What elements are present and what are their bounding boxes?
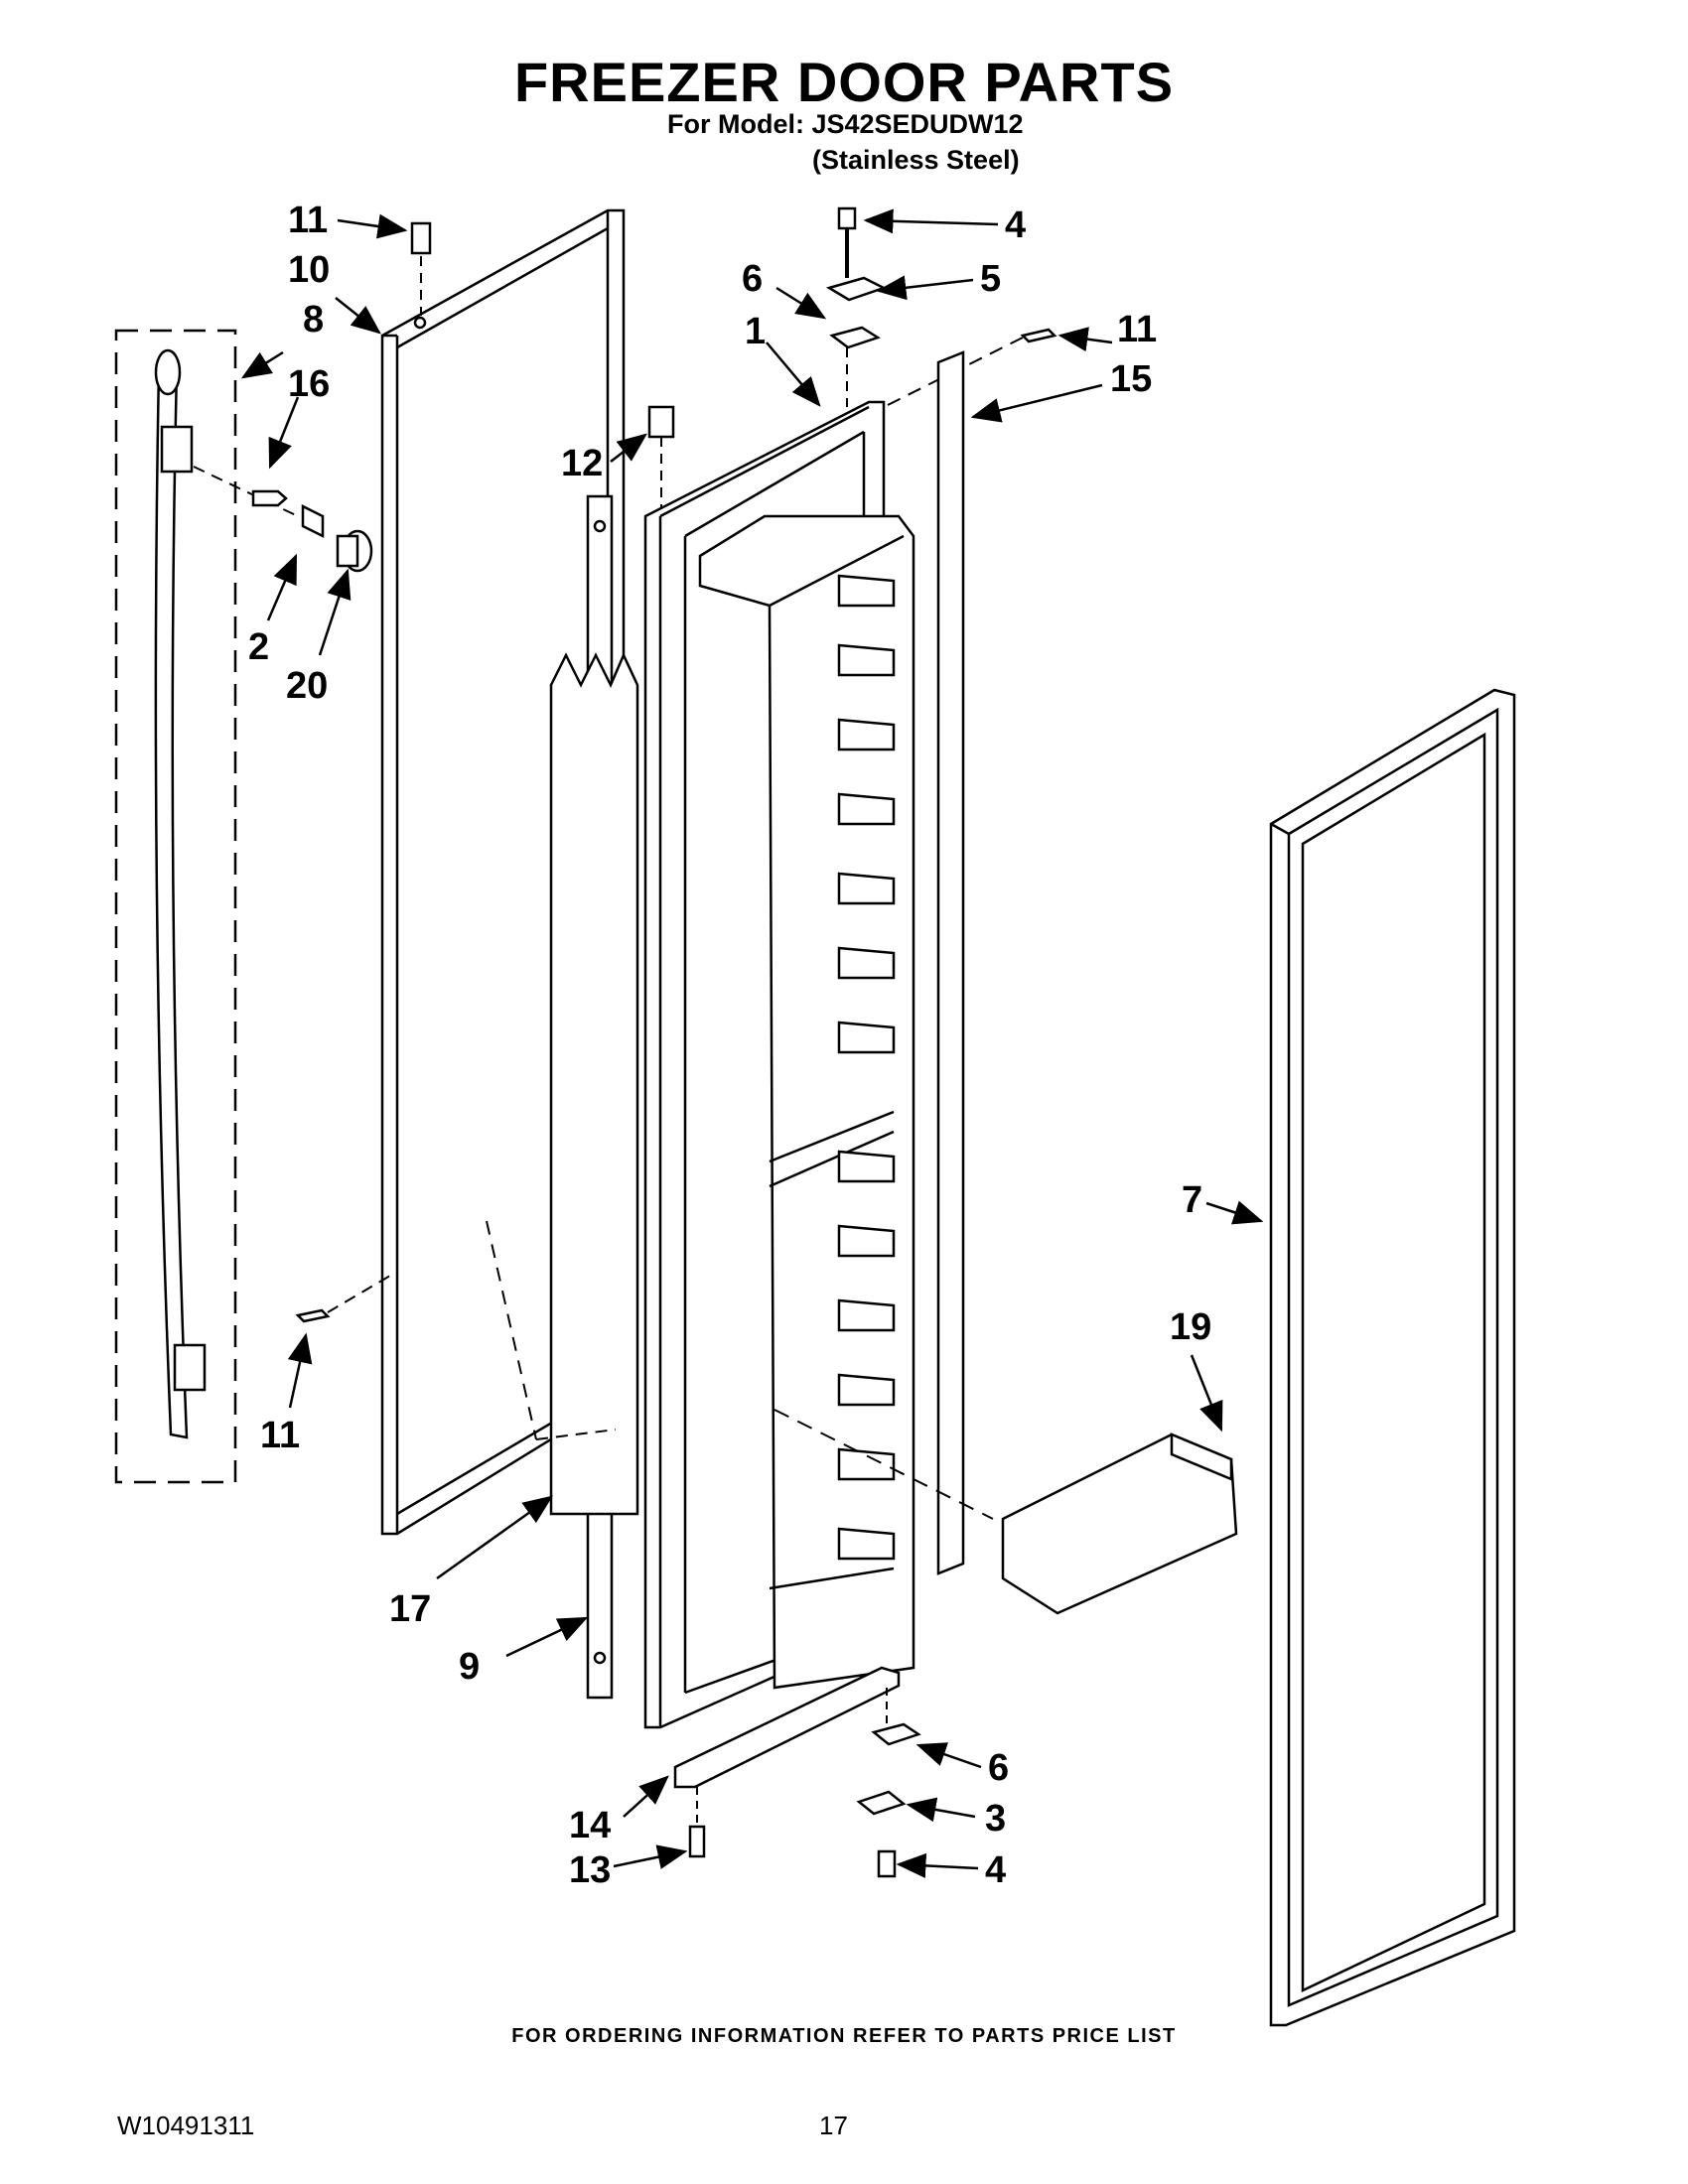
variant-line: (Stainless Steel) (812, 145, 1020, 175)
door-panel (549, 651, 639, 1516)
callout-9: 9 (459, 1646, 481, 1688)
callout-4: 4 (1005, 205, 1027, 246)
callout-8: 8 (303, 299, 325, 341)
callout-4: 4 (985, 1849, 1007, 1891)
callout-6: 6 (742, 258, 764, 300)
callout-11: 11 (1117, 309, 1158, 350)
top-hinge (825, 206, 888, 407)
door-handle (114, 329, 237, 1484)
callout-11: 11 (288, 200, 329, 241)
callout-11: 11 (260, 1415, 301, 1456)
callout-17: 17 (389, 1588, 432, 1630)
document-number: W10491311 (117, 2111, 255, 2140)
callout-7: 7 (1182, 1179, 1203, 1221)
callout-6: 6 (988, 1747, 1010, 1789)
shelf-clips (837, 574, 896, 1561)
handle-mount-hardware (193, 466, 373, 573)
callout-1: 1 (745, 311, 767, 352)
bottom-hinge (673, 1666, 921, 1878)
callout-20: 20 (286, 665, 329, 707)
model-line: For Model: JS42SEDUDW12 (667, 109, 1024, 139)
callout-14: 14 (569, 1805, 612, 1846)
callout-12: 12 (561, 443, 604, 484)
callout-2: 2 (248, 626, 270, 668)
page-number: 17 (819, 2111, 848, 2140)
page-title: FREEZER DOOR PARTS (513, 51, 1175, 113)
screw (295, 1220, 617, 1440)
callout-5: 5 (980, 258, 1002, 300)
door-gasket (1269, 688, 1516, 2027)
callout-3: 3 (985, 1798, 1007, 1840)
callout-15: 15 (1110, 358, 1153, 400)
door-bin (774, 1409, 1238, 1615)
callout-19: 19 (1170, 1306, 1212, 1348)
callout-16: 16 (288, 363, 331, 405)
callout-10: 10 (288, 249, 331, 291)
callout-13: 13 (569, 1849, 612, 1891)
ordering-note: FOR ORDERING INFORMATION REFER TO PARTS … (511, 2025, 1177, 2047)
